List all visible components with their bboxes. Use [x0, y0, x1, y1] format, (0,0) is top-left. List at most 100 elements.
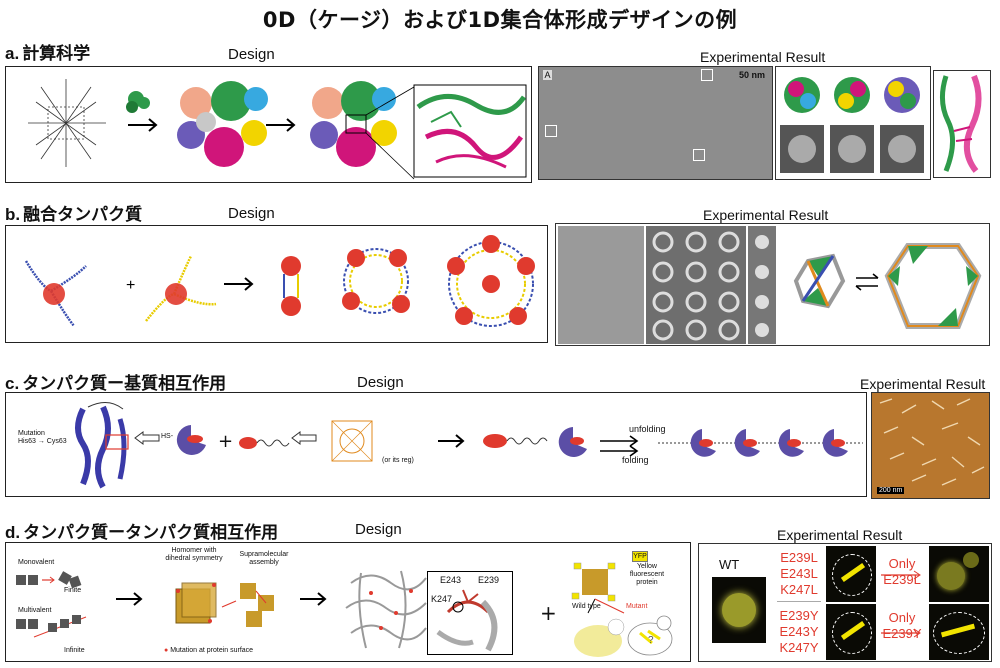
arrow-d-2 [300, 592, 327, 606]
section-a-cryo-em-panel [775, 66, 931, 180]
section-a-design-label: Design [228, 46, 275, 63]
apoprotein-pacman [176, 425, 206, 455]
linker-note: (or its reg) [382, 457, 414, 464]
section-b-design-panel: + [5, 225, 548, 343]
mutation-y-3: K247Y [779, 640, 819, 655]
mutation-l-list: E239L E243L K247L [777, 550, 821, 598]
afm-scale-label: 200 nm [877, 487, 905, 494]
only-y-line2: E239Y [882, 626, 922, 641]
polymer-unit [690, 429, 716, 457]
monomer-icon [126, 91, 150, 113]
side-view-strip [748, 226, 776, 344]
section-a-label: a.計算科学 [5, 39, 90, 64]
section-a-experimental-label: Experimental Result [700, 49, 826, 65]
mutation-divider [777, 601, 821, 602]
mutant-y-cell-outline [832, 612, 872, 654]
figure-title: 0D（ケージ）および1D集合体形成デザインの例 [262, 8, 738, 32]
section-a-design-figure [28, 79, 527, 180]
particle-box-3 [693, 149, 705, 161]
fusion-protein-blue [24, 260, 87, 327]
section-a-tem-image: A 50 nm [538, 66, 773, 180]
homomer-label: Homomer with dihedral symmetry [165, 547, 223, 562]
section-d-title: タンパク質ータンパク質相互作用 [23, 523, 279, 543]
section-c-design-panel: Mutation His63 → Cys63 HS- + (or its reg… [5, 392, 867, 497]
only-y-fluorescence-image [929, 604, 989, 660]
section-c-title: タンパク質ー基質相互作用 [22, 374, 227, 394]
section-d-design-label: Design [355, 521, 402, 538]
heme-structure [331, 420, 373, 462]
only-l-line2: E239L [883, 572, 921, 587]
infinite-label: Infinite [64, 647, 85, 654]
particle-box-1 [701, 69, 713, 81]
tem-panel-tag: A [543, 70, 552, 80]
conjugate-molecule [483, 427, 587, 457]
polymer-unit [822, 429, 848, 457]
section-d-label: d.タンパク質ータンパク質相互作用 [5, 518, 278, 543]
mutant-l-cell-outline [832, 554, 872, 596]
open-polyhedron [884, 243, 982, 329]
unfold-fold-arrows [600, 435, 639, 457]
folding-label: folding [622, 455, 649, 465]
section-a-cryo-em-figure [780, 77, 924, 173]
open-arrow-1 [134, 431, 160, 445]
mutant-y-fluorescence-image [826, 604, 876, 660]
section-b-label: b.融合タンパク質 [5, 200, 142, 225]
mutation-site-inset: E243 E239 K247 [427, 571, 513, 655]
arrow-c-1 [438, 434, 465, 448]
cage-model-2 [310, 81, 397, 167]
yfp-fusion-figure: ? [571, 562, 673, 657]
section-c-experimental-label: Experimental Result [860, 376, 986, 392]
only-y-line1: Only [888, 610, 916, 625]
residue-k247: K247 [431, 594, 453, 604]
interface-zoom-inset [413, 84, 527, 178]
cage-assembly-small [342, 248, 410, 314]
supramolecular-label: Supramolecular assembly [239, 551, 289, 566]
svg-text:?: ? [648, 635, 654, 646]
residue-e243: E243 [440, 575, 462, 585]
heme-protein-ribbon [75, 402, 129, 489]
section-b-experimental-panel [555, 223, 990, 346]
cage-assembly-large [447, 235, 535, 327]
unfolding-label: unfolding [629, 424, 666, 434]
section-a-helix-overlay [933, 70, 991, 178]
finite-label: Finite [64, 587, 82, 594]
equilibrium-arrows [855, 273, 879, 291]
section-b-design-label: Design [228, 205, 275, 222]
class-average-grid [646, 226, 746, 344]
section-d-design-panel: Monovalent Finite Multivalent Infinite H… [5, 542, 691, 662]
mutant-l-fluorescence-image [826, 546, 876, 602]
section-a-design-panel [5, 66, 532, 183]
plus-sign-c: + [218, 431, 234, 452]
mutation-surface-text: Mutation at protein surface [170, 647, 254, 654]
arrow-only-y [881, 628, 921, 638]
tem-scale-label: 50 nm [739, 70, 766, 80]
section-c-design-label: Design [357, 374, 404, 391]
wt-cell [722, 593, 756, 627]
only-l-cell [937, 562, 965, 590]
yfp-tag: YFP [632, 551, 648, 562]
residue-e239: E239 [478, 575, 500, 585]
linker-molecule [239, 437, 290, 449]
afm-fibers [879, 398, 985, 486]
section-b-design-figure: + [24, 235, 535, 327]
section-d-letter: d. [5, 523, 21, 542]
section-a-letter: a. [5, 44, 20, 63]
fusion-protein-yellow [145, 255, 217, 322]
section-b-experimental-label: Experimental Result [703, 207, 829, 223]
section-b-title: 融合タンパク質 [23, 205, 143, 225]
particle-box-2 [545, 125, 557, 137]
only-y-cell-outline [933, 612, 985, 654]
only-l-line1: Only [888, 556, 916, 571]
arrow-2 [266, 118, 296, 132]
arrow-d-1 [116, 592, 143, 606]
thiol-label: HS- [161, 433, 174, 440]
only-l-fluorescence-image [929, 546, 989, 602]
mutation-y-2: E243Y [779, 624, 819, 639]
arrow-only-l [881, 570, 921, 580]
polymer-unit [734, 429, 760, 457]
helix-overlay-figure [940, 74, 982, 173]
plus-sign: + [126, 277, 135, 294]
open-arrow-2 [291, 431, 317, 445]
arrow-b [224, 277, 254, 291]
dimer-assembly [281, 256, 301, 316]
